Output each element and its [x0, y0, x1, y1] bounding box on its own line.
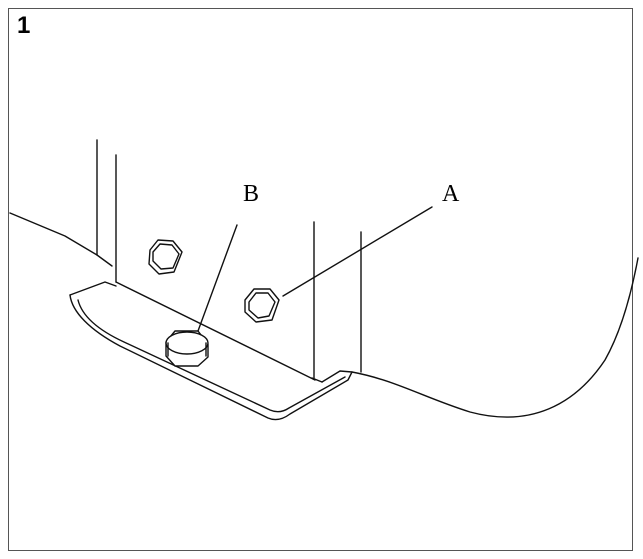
bracket-inner-edge [77, 299, 346, 413]
body-outline-right [351, 257, 639, 418]
bracket-outline [69, 294, 353, 421]
bolt-a [244, 288, 280, 323]
leader-line-b [197, 224, 238, 332]
bolt-b [165, 330, 209, 367]
callout-label-b: B [243, 181, 260, 207]
body-outline-left [9, 212, 113, 267]
bracket-corner [311, 377, 323, 383]
bracket-top-edge [69, 281, 117, 296]
callout-label-a: A [442, 181, 460, 207]
bolt-upper-left [148, 239, 183, 275]
figure-frame [8, 8, 633, 551]
figure-number: 1 [17, 12, 31, 39]
body-bottom-edge [115, 281, 316, 381]
leader-line-a [282, 206, 433, 297]
